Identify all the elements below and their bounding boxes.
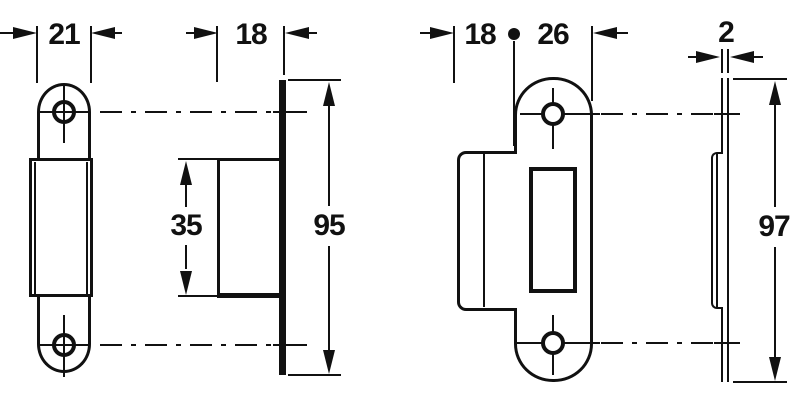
centerline [100, 111, 277, 113]
dimension-line [774, 103, 776, 207]
centerline-tick [273, 111, 307, 113]
arrow-tail [186, 32, 197, 34]
keeper-middle-section [29, 158, 93, 297]
dim-label-strike-width: 26 [537, 18, 569, 51]
dimension-line [774, 247, 776, 357]
centerline [100, 344, 277, 346]
extension-line [36, 26, 38, 83]
strike-lip-bend-line [483, 153, 485, 307]
centerline-tick [714, 342, 740, 344]
extension-line [591, 26, 593, 101]
centerline [601, 342, 716, 344]
strike-screw-hole-bottom [541, 331, 565, 355]
arrowhead-left-icon [91, 27, 115, 39]
dim-label-keeper-depth: 18 [235, 18, 267, 51]
extension-line [721, 49, 723, 73]
keeper-middle-inner-edge-left [34, 162, 36, 294]
extension-line [283, 26, 285, 75]
arrow-tail [615, 32, 628, 34]
arrowhead-left-icon [285, 27, 309, 39]
extension-line [288, 374, 341, 376]
arrowhead-up-icon [180, 161, 192, 185]
extension-line [733, 381, 787, 383]
dimension-dot [508, 28, 520, 40]
strike-lip-profile-inner-line [716, 154, 718, 307]
extension-line [453, 26, 455, 83]
keeper-middle-inner-edge-right [86, 162, 88, 294]
strike-lip [457, 151, 517, 311]
dimension-line [185, 245, 187, 269]
extension-line [178, 158, 217, 160]
strike-edge-line-right [727, 78, 729, 382]
centerline-tick [714, 113, 740, 115]
strike-screw-hole-top [541, 102, 565, 126]
arrow-tail [752, 56, 763, 58]
keeper-plate-edge [279, 80, 286, 375]
extension-line [178, 295, 217, 297]
dim-label-keeper-width: 21 [48, 18, 80, 51]
extension-line [727, 49, 729, 73]
dim-label-strike-height: 97 [758, 210, 790, 243]
dimension-line [328, 104, 330, 206]
dim-label-strike-lip: 18 [464, 18, 496, 51]
arrow-tail [113, 32, 122, 34]
strike-latch-cutout [529, 167, 577, 293]
arrowhead-right-icon [13, 27, 37, 39]
dimension-line [328, 246, 330, 352]
arrow-tail [307, 32, 317, 34]
keeper-top-section [37, 83, 91, 158]
extension-line [513, 41, 515, 146]
arrowhead-up-icon [769, 81, 781, 105]
arrowhead-down-icon [769, 357, 781, 381]
arrowhead-left-icon [730, 51, 754, 63]
arrow-tail [688, 56, 699, 58]
arrowhead-right-icon [194, 27, 218, 39]
dim-label-keeper-height: 95 [313, 209, 345, 242]
arrow-tail [0, 32, 15, 34]
dimension-line [185, 183, 187, 207]
arrowhead-down-icon [323, 350, 335, 374]
dim-label-keeper-box-height: 35 [170, 209, 202, 242]
extension-line [90, 26, 92, 83]
centerline-tick [273, 344, 307, 346]
centerline [601, 113, 716, 115]
arrow-tail [420, 32, 433, 34]
arrowhead-up-icon [323, 82, 335, 106]
crosshair-vertical [63, 85, 65, 143]
keeper-box-profile [217, 158, 282, 298]
extension-line [733, 78, 787, 80]
arrowhead-left-icon [593, 27, 617, 39]
extension-line [288, 79, 341, 81]
dim-label-strike-thickness: 2 [718, 16, 735, 49]
arrowhead-down-icon [180, 271, 192, 295]
extension-line [216, 26, 218, 82]
arrowhead-right-icon [430, 27, 454, 39]
arrowhead-right-icon [696, 51, 720, 63]
crosshair-vertical [63, 315, 65, 377]
